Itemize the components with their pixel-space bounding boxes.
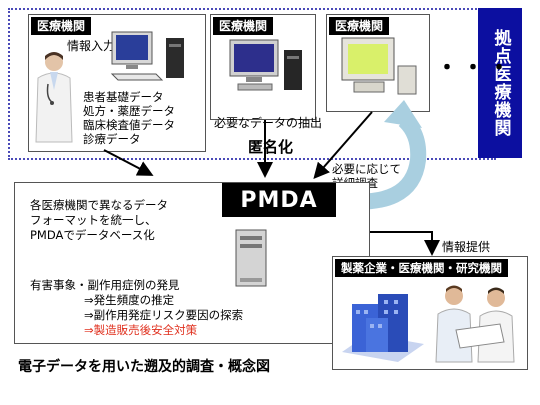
data-item-patient: 患者基礎データ xyxy=(83,90,164,104)
pmda-desc-line-2: フォーマットを統一し、 xyxy=(30,213,157,227)
discovery-sub-3: ⇒製造販売後安全対策 xyxy=(84,323,198,337)
computer-icon xyxy=(110,31,184,81)
anonymize-label: 匿名化 xyxy=(248,138,294,156)
institution-1-tag: 医療機関 xyxy=(31,17,92,35)
discovery-sub-1: ⇒発生頻度の推定 xyxy=(84,293,175,307)
more-institutions-ellipsis: ・・・ xyxy=(436,56,515,81)
computer-icon xyxy=(341,37,417,95)
discovery-line: 有害事象・副作用症例の発見 xyxy=(30,278,180,292)
diagram-caption: 電子データを用いた遡及的調査・概念図 xyxy=(18,359,270,375)
pmda-label: PMDA xyxy=(222,183,336,217)
institution-2-tag: 医療機関 xyxy=(213,17,274,35)
doctor-icon xyxy=(35,52,73,143)
data-item-lab: 臨床検査値データ xyxy=(83,118,175,132)
extract-label: 必要なデータの抽出 xyxy=(214,116,323,130)
industry-tag: 製薬企業・医療機関・研究機関 xyxy=(335,259,508,277)
pmda-desc-line-3: PMDAでデータベース化 xyxy=(30,228,155,242)
data-item-clinical: 診療データ xyxy=(83,132,141,146)
computer-icon xyxy=(229,39,302,91)
detail-investigation-arrow xyxy=(334,100,427,210)
building-icon xyxy=(342,294,424,362)
data-input-label: 情報入力 xyxy=(67,39,116,53)
server-icon xyxy=(235,229,267,287)
institution-3-tag: 医療機関 xyxy=(329,17,390,35)
discovery-sub-2: ⇒副作用発症リスク要因の探索 xyxy=(84,308,244,322)
base-hospital-label: 拠点医療機関 xyxy=(478,8,522,158)
pmda-desc-line-1: 各医療機関で異なるデータ xyxy=(30,198,168,212)
data-item-prescription: 処方・薬歴データ xyxy=(83,104,175,118)
info-provision-label: 情報提供 xyxy=(442,240,491,254)
detail-label-line-1: 必要に応じて xyxy=(332,162,401,176)
researchers-icon xyxy=(435,285,515,363)
